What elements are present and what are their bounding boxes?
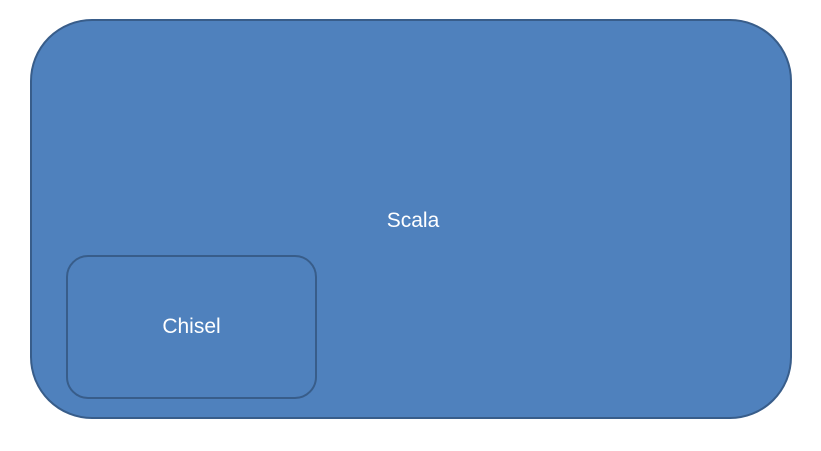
chisel-box: Chisel [66,255,317,399]
scala-label: Scala [386,209,440,232]
chisel-label: Chisel [162,315,221,338]
